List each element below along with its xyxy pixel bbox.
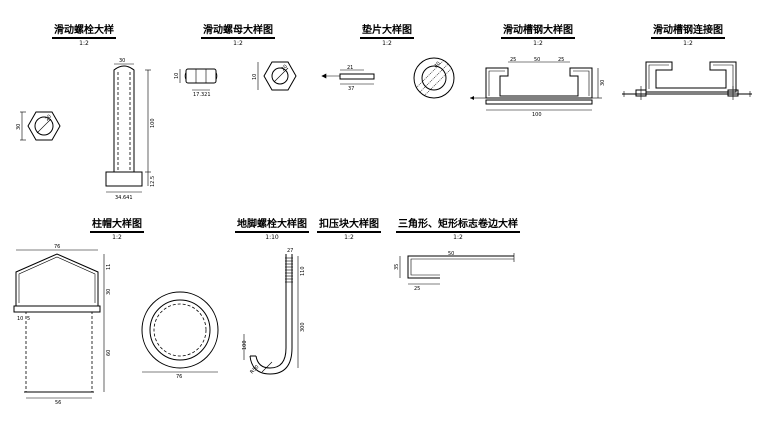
dim-bolt-hex: 20 [44, 114, 53, 123]
washer-side-outline [339, 73, 375, 80]
dim-bolt-base-height: 12.5 [150, 176, 156, 187]
dim-washer-dia: 40 [433, 61, 442, 70]
scale-sliding-nut: 1:2 [227, 38, 249, 47]
anchor-bolt-outer [255, 254, 287, 369]
cap-top-outline [15, 253, 99, 307]
dim-washer-outer: 37 [348, 86, 354, 92]
dim-channel-c: 25 [558, 57, 564, 63]
channel-outline [485, 67, 593, 99]
dim-cap-circle-dia: 76 [176, 374, 182, 380]
cap-ring [13, 305, 101, 313]
nut-top-view: 20 10 [252, 61, 297, 91]
dim-washer-inner: 21 [347, 65, 353, 71]
dim-channel-a: 25 [510, 57, 516, 63]
channel-base-plate [485, 99, 593, 105]
bolt-side-view: 30 100 12.5 34.641 [105, 58, 156, 201]
channel-connection [622, 61, 752, 100]
bolt-hex-view: 20 30 [16, 111, 61, 141]
nut-side-view: 10 17.321 [174, 68, 218, 98]
dim-cap-body-height: 60 [106, 350, 112, 356]
bolt-hex-circle [34, 116, 54, 136]
scale-clamp-block: 1:2 [338, 232, 360, 241]
bolt-base [105, 171, 143, 187]
dim-bolt-head-height: 30 [16, 124, 22, 130]
scale-anchor-bolt: 1:10 [259, 232, 285, 241]
dim-cap-left-b: 5 [27, 316, 30, 322]
dim-cap-base-width: 56 [55, 400, 61, 406]
anchor-thread [285, 257, 293, 283]
dim-cap-top-height: 11 [106, 264, 112, 270]
cap-plan-outer-circle [141, 291, 219, 369]
dim-cap-width: 76 [54, 244, 60, 250]
dim-nut-side-height: 10 [174, 73, 180, 79]
channel-section: 25 50 25 30 100 [470, 57, 606, 118]
sign-fold-detail: 50 35 25 [394, 251, 515, 292]
dim-channel-width: 100 [532, 112, 542, 118]
dim-channel-b: 50 [534, 57, 540, 63]
cap-plan-dashed-circle [153, 303, 207, 357]
dim-anchor-radius: R50 [249, 364, 260, 375]
dim-bolt-base-width: 34.641 [115, 195, 133, 201]
dim-cap-mid-height: 30 [106, 289, 112, 295]
dim-anchor-thread: 110 [300, 266, 306, 276]
dim-fold-top: 50 [448, 251, 454, 257]
scale-sliding-channel: 1:2 [527, 38, 549, 47]
dim-bolt-length: 100 [150, 118, 156, 128]
dim-nut-side-width: 17.321 [193, 92, 211, 98]
dim-anchor-hook: 100 [242, 340, 248, 350]
dim-cap-left-a: 10 [17, 316, 23, 322]
washer-inner-circle [421, 65, 447, 91]
fold-outer [407, 255, 514, 279]
connection-channel-outline [645, 61, 737, 93]
washer-outer-circle [413, 57, 455, 99]
dim-nut-hex: 20 [280, 64, 289, 73]
bolt-hex-outline [27, 111, 61, 141]
scale-washer: 1:2 [376, 38, 398, 47]
dim-nut-top: 10 [252, 74, 258, 80]
dim-fold-height: 35 [394, 264, 400, 270]
anchor-bolt-inner [249, 254, 293, 375]
anchor-bolt: 27 110 300 100 R50 [242, 248, 306, 375]
bolt-shank [113, 65, 135, 173]
dim-anchor-top: 27 [287, 248, 293, 254]
dim-fold-width: 25 [414, 286, 420, 292]
washer-top-view: 40 [413, 57, 455, 99]
scale-sign-fold: 1:2 [447, 232, 469, 241]
column-cap-elevation: 76 11 30 60 10 5 56 [13, 244, 112, 406]
dim-anchor-length: 300 [300, 322, 306, 332]
dim-channel-height: 30 [600, 80, 606, 86]
scale-channel-connection: 1:2 [677, 38, 699, 47]
cap-plan-ring-circle [149, 299, 211, 361]
washer-side-view: 21 37 [321, 65, 375, 92]
column-cap-plan: 76 [141, 291, 219, 380]
dim-bolt-top: 30 [119, 58, 125, 64]
nut-hex-hole [271, 67, 289, 85]
nut-hex-outline [263, 61, 297, 91]
scale-column-cap: 1:2 [106, 232, 128, 241]
nut-side-outline [185, 68, 217, 84]
cap-body-dashed [25, 311, 93, 393]
scale-sliding-bolt: 1:2 [73, 38, 95, 47]
